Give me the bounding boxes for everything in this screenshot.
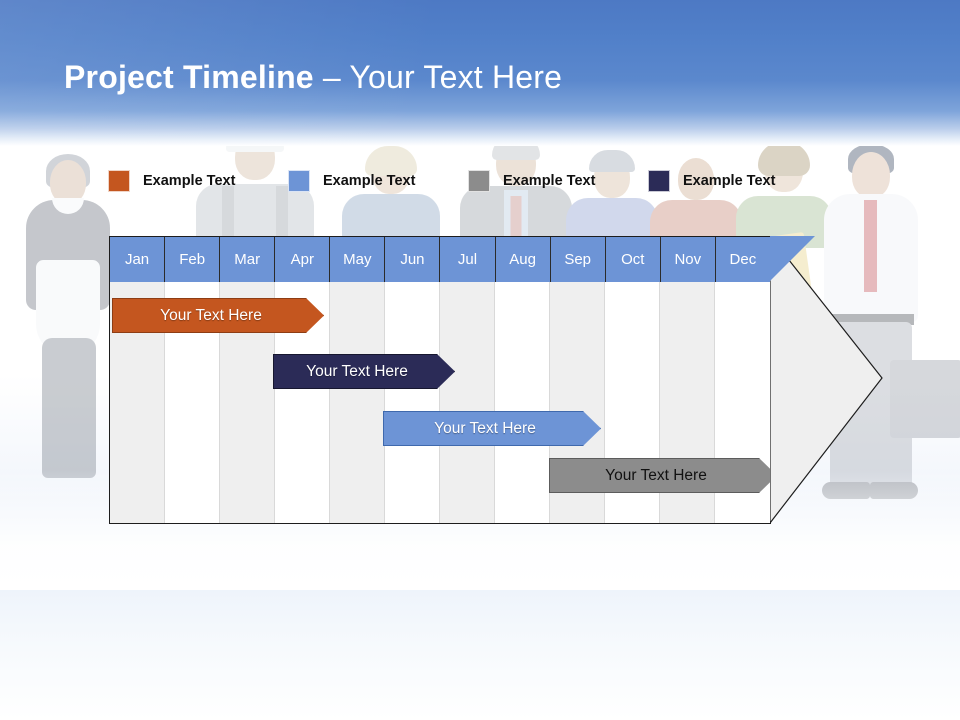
page-title: Project Timeline – Your Text Here xyxy=(64,59,562,96)
column-divider xyxy=(384,259,385,523)
month-header-oct[interactable]: Oct xyxy=(605,237,661,282)
column-divider xyxy=(659,259,660,523)
month-header-mar[interactable]: Mar xyxy=(220,237,276,282)
legend-item-label: Example Text xyxy=(323,173,416,189)
title-banner xyxy=(0,0,960,146)
column-divider xyxy=(274,259,275,523)
page-title-strong: Project Timeline xyxy=(64,59,314,95)
month-header-nov[interactable]: Nov xyxy=(660,237,716,282)
legend-item-2: Example Text xyxy=(288,168,415,194)
legend: Example Text Example Text Example Text Exam… xyxy=(108,168,828,194)
person-waitress xyxy=(8,142,128,522)
timeline-column-jan xyxy=(110,237,165,523)
month-header-jun[interactable]: Jun xyxy=(385,237,441,282)
page-title-separator: – xyxy=(313,59,350,95)
legend-item-1: Example Text xyxy=(108,168,235,194)
month-header-jan[interactable]: Jan xyxy=(110,237,166,282)
month-header-sep[interactable]: Sep xyxy=(550,237,606,282)
column-divider xyxy=(329,259,330,523)
legend-item-label: Example Text xyxy=(503,173,596,189)
legend-item-label: Example Text xyxy=(683,173,776,189)
timeline-column-jul xyxy=(440,237,495,523)
column-divider xyxy=(219,259,220,523)
timeline-column-aug xyxy=(495,237,550,523)
arrow-head-header-wedge xyxy=(770,236,815,281)
legend-swatch-navy xyxy=(648,170,670,192)
month-header-jul[interactable]: Jul xyxy=(440,237,496,282)
legend-swatch-gray xyxy=(468,170,490,192)
person-nurse xyxy=(342,146,440,248)
legend-item-3: Example Text xyxy=(468,168,595,194)
legend-swatch-blue xyxy=(288,170,310,192)
column-divider xyxy=(439,259,440,523)
timeline-bar-label: Your Text Here xyxy=(306,362,408,380)
month-header-feb[interactable]: Feb xyxy=(165,237,221,282)
timeline-bar-shape xyxy=(383,411,601,446)
timeline-bar-3[interactable]: Your Text Here xyxy=(383,411,601,446)
month-header-aug[interactable]: Aug xyxy=(495,237,551,282)
legend-item-label: Example Text xyxy=(143,173,236,189)
timeline-column-mar xyxy=(220,237,275,523)
month-header-apr[interactable]: Apr xyxy=(275,237,331,282)
timeline-bar-shape xyxy=(273,354,455,389)
column-divider xyxy=(549,259,550,523)
legend-swatch-orange xyxy=(108,170,130,192)
column-divider xyxy=(604,259,605,523)
column-divider xyxy=(164,259,165,523)
banner-sheen xyxy=(0,0,960,146)
timeline-bar-2[interactable]: Your Text Here xyxy=(273,354,455,389)
arrow-head-shape xyxy=(770,236,883,524)
timeline-bar-label: Your Text Here xyxy=(160,306,262,324)
month-header-may[interactable]: May xyxy=(330,237,386,282)
page-title-light: Your Text Here xyxy=(349,59,563,95)
legend-item-4: Example Text xyxy=(648,168,775,194)
timeline-bar-label: Your Text Here xyxy=(605,466,707,484)
timeline-bar-4[interactable]: Your Text Here xyxy=(549,458,777,493)
timeline-bar-label: Your Text Here xyxy=(434,419,536,437)
timeline-column-feb xyxy=(165,237,220,523)
column-divider xyxy=(494,259,495,523)
timeline-bar-shape xyxy=(549,458,777,493)
timeline-columns xyxy=(110,237,770,523)
timeline-arrow-head xyxy=(770,236,884,524)
month-header-dec[interactable]: Dec xyxy=(715,237,770,282)
person-businessman-center xyxy=(460,136,572,248)
column-divider xyxy=(714,259,715,523)
timeline-bar-shape xyxy=(112,298,324,333)
timeline-bar-1[interactable]: Your Text Here xyxy=(112,298,324,333)
